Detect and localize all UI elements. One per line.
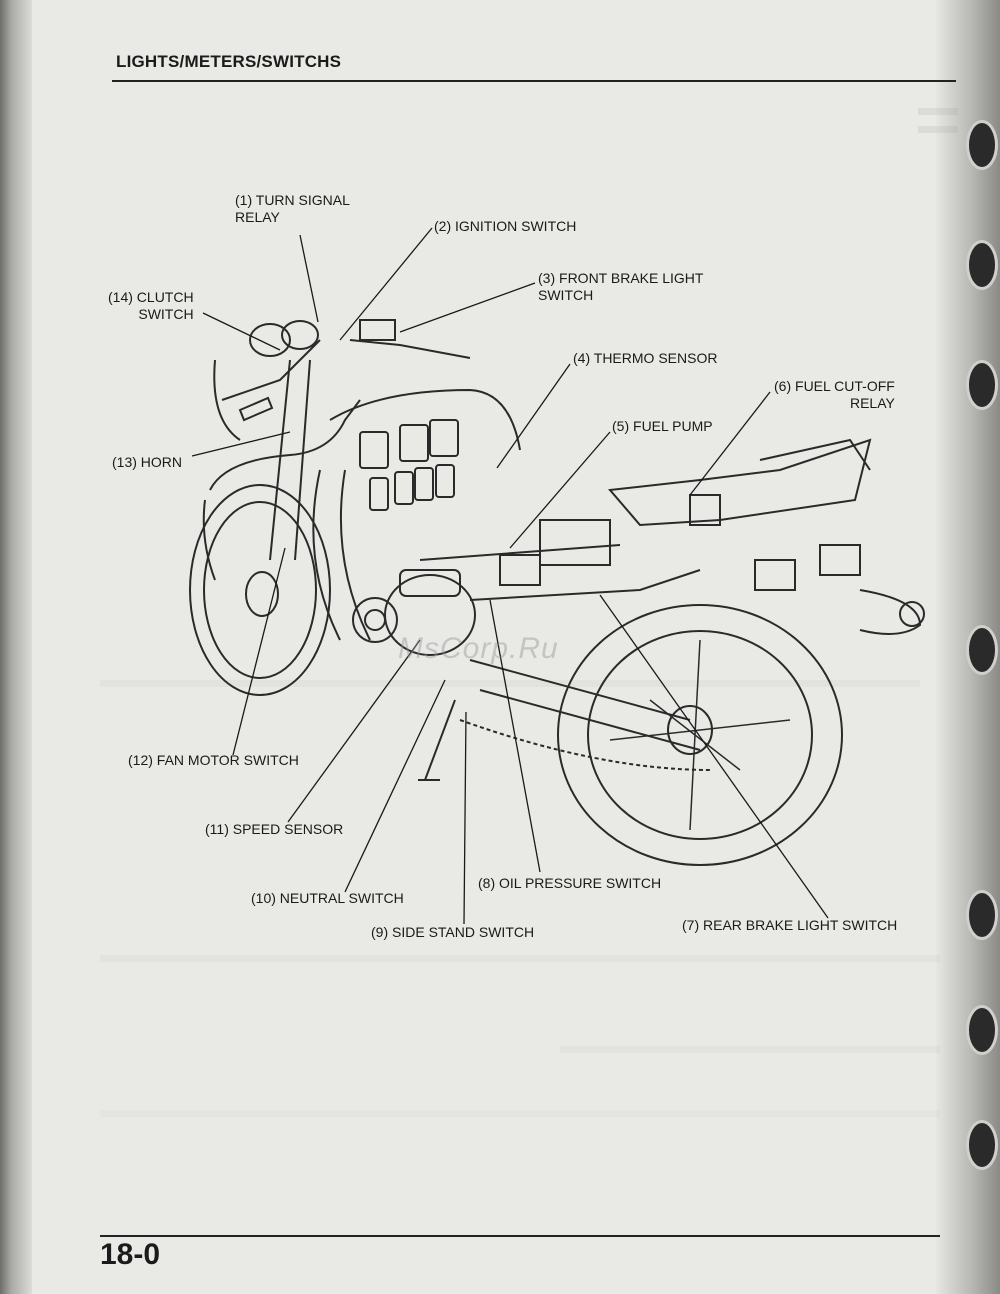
page-edge-left xyxy=(0,0,32,1294)
bleed-through xyxy=(100,955,940,962)
callout-fuel-cut-off-relay: (6) FUEL CUT-OFF RELAY xyxy=(774,378,895,411)
callout-fuel-pump: (5) FUEL PUMP xyxy=(612,418,713,434)
binder-hole-icon xyxy=(966,1120,998,1170)
callout-horn: (13) HORN xyxy=(112,454,183,470)
callout-side-stand-switch: (9) SIDE STAND SWITCH xyxy=(371,924,535,940)
binder-hole-icon xyxy=(966,240,998,290)
bleed-through xyxy=(100,1110,940,1117)
binder-hole-icon xyxy=(966,360,998,410)
side-stand xyxy=(418,699,456,781)
callout-turn-signal-relay: (1) TURN SIGNAL RELAY xyxy=(235,192,350,225)
binder-hole-icon xyxy=(966,890,998,940)
callout-speed-sensor: (11) SPEED SENSOR xyxy=(205,821,344,837)
bleed-through xyxy=(560,1046,940,1053)
page-number: 18-0 xyxy=(100,1238,161,1271)
header-rule xyxy=(112,80,956,82)
binder-hole-icon xyxy=(966,1005,998,1055)
rear-wheel xyxy=(557,604,843,866)
callout-oil-pressure-switch: (8) OIL PRESSURE SWITCH xyxy=(478,875,662,891)
callout-fan-motor-switch: (12) FAN MOTOR SWITCH xyxy=(128,752,299,768)
callout-ignition-switch: (2) IGNITION SWITCH xyxy=(434,218,577,234)
callout-neutral-switch: (10) NEUTRAL SWITCH xyxy=(251,890,404,906)
binder-hole-icon xyxy=(966,120,998,170)
fuel-pump-area xyxy=(499,519,611,586)
cockpit xyxy=(213,319,471,441)
page-header-title: LIGHTS/METERS/SWITCHS xyxy=(116,52,342,71)
frame xyxy=(312,388,701,641)
callout-rear-brake-light-switch: (7) REAR BRAKE LIGHT SWITCH xyxy=(682,917,898,933)
bleed-through xyxy=(918,108,958,115)
leader-lines xyxy=(191,227,829,925)
footer-rule xyxy=(100,1235,940,1237)
bleed-through xyxy=(100,680,920,687)
front-fork xyxy=(269,359,311,561)
engine xyxy=(352,419,476,656)
tail-section xyxy=(608,438,925,635)
callout-thermo-sensor: (4) THERMO SENSOR xyxy=(573,350,718,366)
callout-front-brake-light-switch: (3) FRONT BRAKE LIGHT SWITCH xyxy=(538,270,704,303)
swingarm xyxy=(459,659,711,771)
front-wheel xyxy=(189,484,331,696)
bleed-through xyxy=(918,126,958,133)
fairing xyxy=(202,399,361,581)
binder-hole-icon xyxy=(966,625,998,675)
callout-clutch-switch: (14) CLUTCH SWITCH xyxy=(108,289,194,322)
watermark-text: MsCorp.Ru xyxy=(398,632,559,665)
